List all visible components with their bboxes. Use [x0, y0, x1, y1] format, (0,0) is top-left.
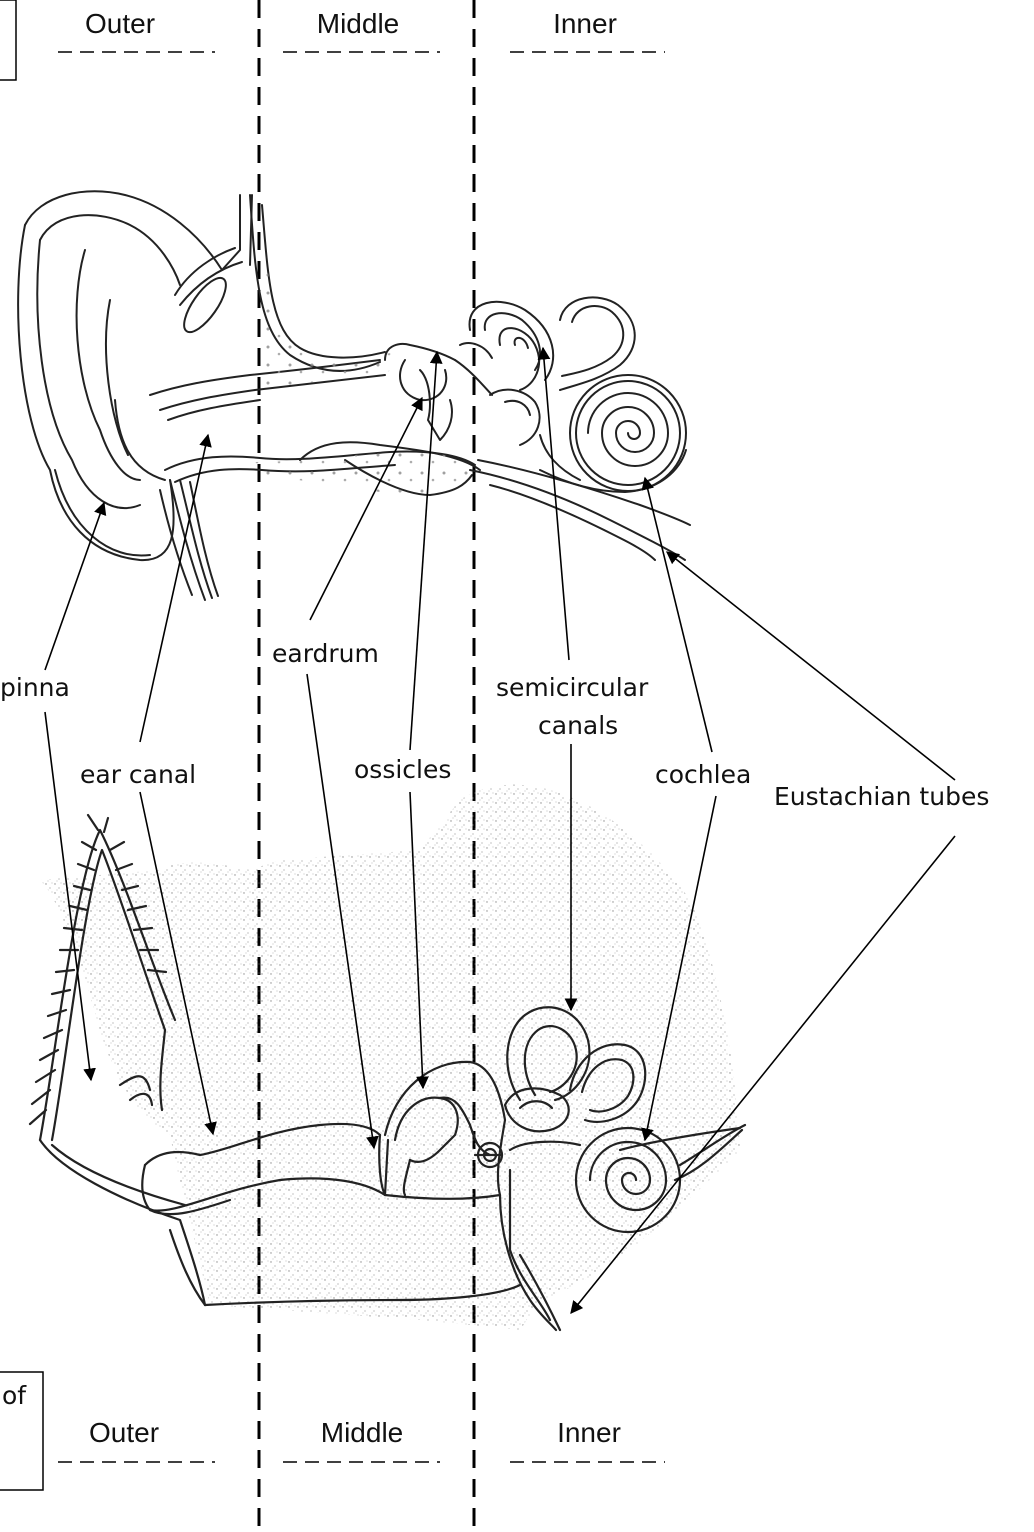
- zone-middle-bottom: Middle: [321, 1417, 403, 1448]
- zone-middle-top: Middle: [317, 8, 399, 39]
- label-ossicles: ossicles: [354, 755, 451, 784]
- bottom-ear-illustration: [40, 785, 740, 1330]
- arrow-ossicles-top: [410, 352, 437, 750]
- label-pinna: pinna: [0, 673, 70, 702]
- label-semicircular-line2: canals: [538, 711, 618, 740]
- arrow-ear-canal-top: [140, 435, 208, 742]
- zone-inner-top: Inner: [553, 8, 617, 39]
- labels: pinna ear canal eardrum ossicles semicir…: [0, 639, 989, 811]
- label-eustachian-tubes: Eustachian tubes: [774, 782, 989, 811]
- zone-headings-bottom: Outer Middle Inner: [58, 1417, 665, 1462]
- label-eardrum: eardrum: [272, 639, 379, 668]
- bottom-left-fragment: of: [2, 1381, 27, 1410]
- zone-outer-bottom: Outer: [89, 1417, 159, 1448]
- arrow-eardrum-top: [310, 398, 422, 620]
- label-ear-canal: ear canal: [80, 760, 196, 789]
- label-semicircular-line1: semicircular: [496, 673, 649, 702]
- zone-headings-top: Outer Middle Inner: [58, 8, 665, 52]
- label-cochlea: cochlea: [655, 760, 751, 789]
- top-left-box: [0, 0, 16, 80]
- arrow-pinna-top: [45, 503, 104, 670]
- top-stipple: [255, 205, 475, 494]
- zone-outer-top: Outer: [85, 8, 155, 39]
- zone-inner-bottom: Inner: [557, 1417, 621, 1448]
- top-ear-illustration: [18, 191, 690, 600]
